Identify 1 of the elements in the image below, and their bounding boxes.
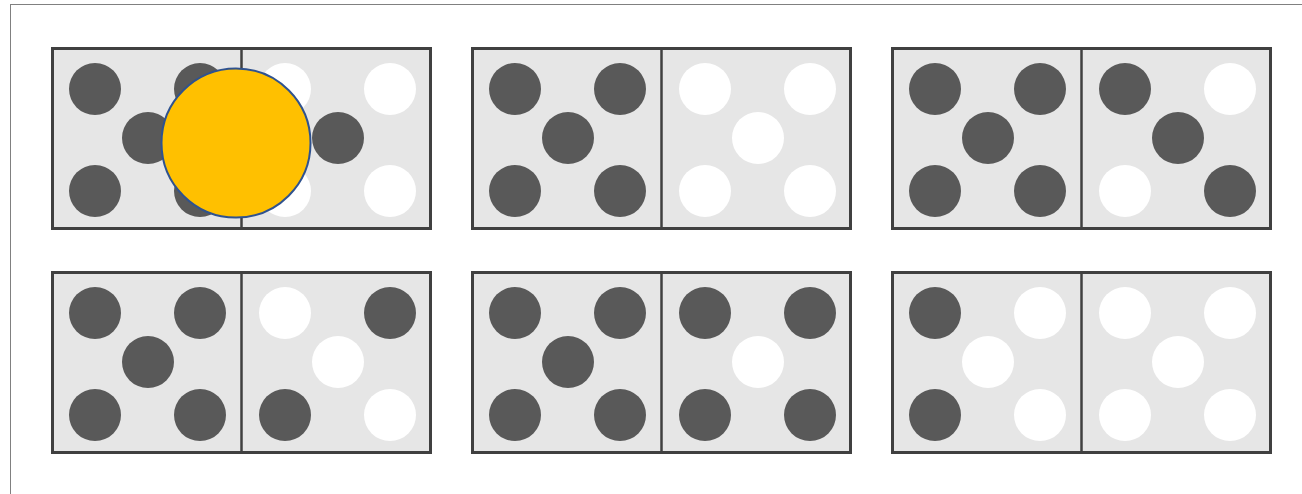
cover-disc [160,67,312,219]
